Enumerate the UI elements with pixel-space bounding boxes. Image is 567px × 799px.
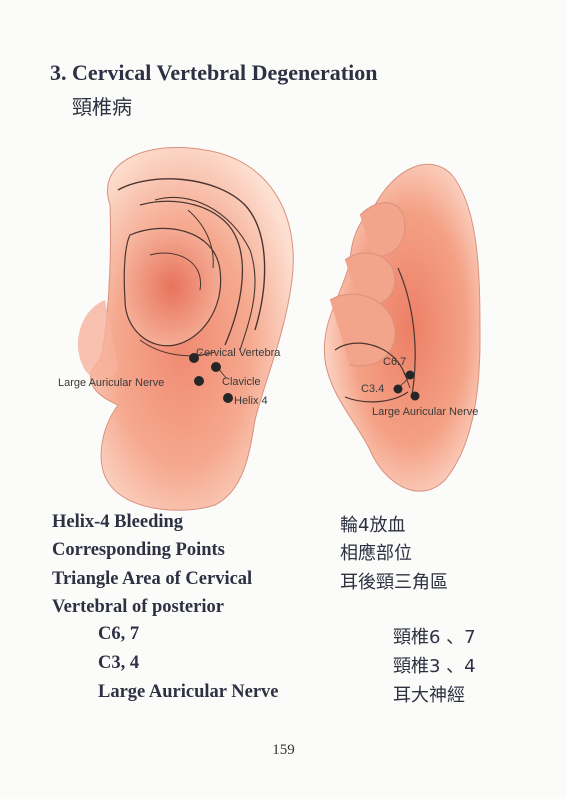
point-zh-corresponding-points: 相應部位 — [340, 543, 412, 564]
point-en-helix4-bleeding: Helix-4 Bleeding — [52, 512, 184, 532]
point-c67 — [405, 370, 415, 380]
point-en-c67: C6, 7 — [98, 624, 140, 644]
point-en-large-auricular-nerve: Large Auricular Nerve — [98, 682, 279, 702]
point-zh-c67: 頸椎6 、7 — [393, 627, 476, 648]
label-cervical-vertebra: Cervical Vertebra — [196, 347, 281, 359]
point-zh-triangle-area: 耳後頸三角區 — [340, 572, 448, 593]
point-helix4 — [223, 393, 233, 403]
point-zh-helix4-bleeding: 輪4放血 — [340, 515, 406, 536]
point-cervical-vertebra — [189, 353, 199, 363]
label-c34: C3.4 — [361, 383, 384, 395]
point-zh-large-auricular-nerve: 耳大神經 — [393, 685, 465, 706]
label-large-auricular-nerve-back: Large Auricular Nerve — [372, 406, 478, 418]
point-en-vertebral-posterior: Vertebral of posterior — [52, 597, 224, 617]
label-large-auricular-nerve-front: Large Auricular Nerve — [58, 377, 164, 389]
page-number: 159 — [272, 742, 295, 758]
section-subtitle-chinese: 頸椎病 — [72, 95, 132, 119]
point-clavicle — [211, 362, 221, 372]
label-helix4: Helix 4 — [234, 395, 268, 407]
point-en-c34: C3, 4 — [98, 653, 140, 673]
point-c34 — [393, 384, 403, 394]
point-large-auricular-nerve-front — [194, 376, 204, 386]
section-title: 3. Cervical Vertebral Degeneration — [50, 60, 378, 85]
point-large-auricular-nerve-back — [410, 391, 420, 401]
label-c67: C6.7 — [383, 356, 406, 368]
label-clavicle: Clavicle — [222, 376, 261, 388]
point-zh-c34: 頸椎3 、4 — [393, 656, 476, 677]
point-en-corresponding-points: Corresponding Points — [52, 540, 225, 560]
ear-illustrations: Cervical Vertebra Large Auricular Nerve … — [58, 146, 481, 511]
back-ear-drawing — [323, 164, 481, 492]
point-en-triangle-area: Triangle Area of Cervical — [52, 569, 253, 589]
front-ear-drawing — [77, 146, 294, 511]
